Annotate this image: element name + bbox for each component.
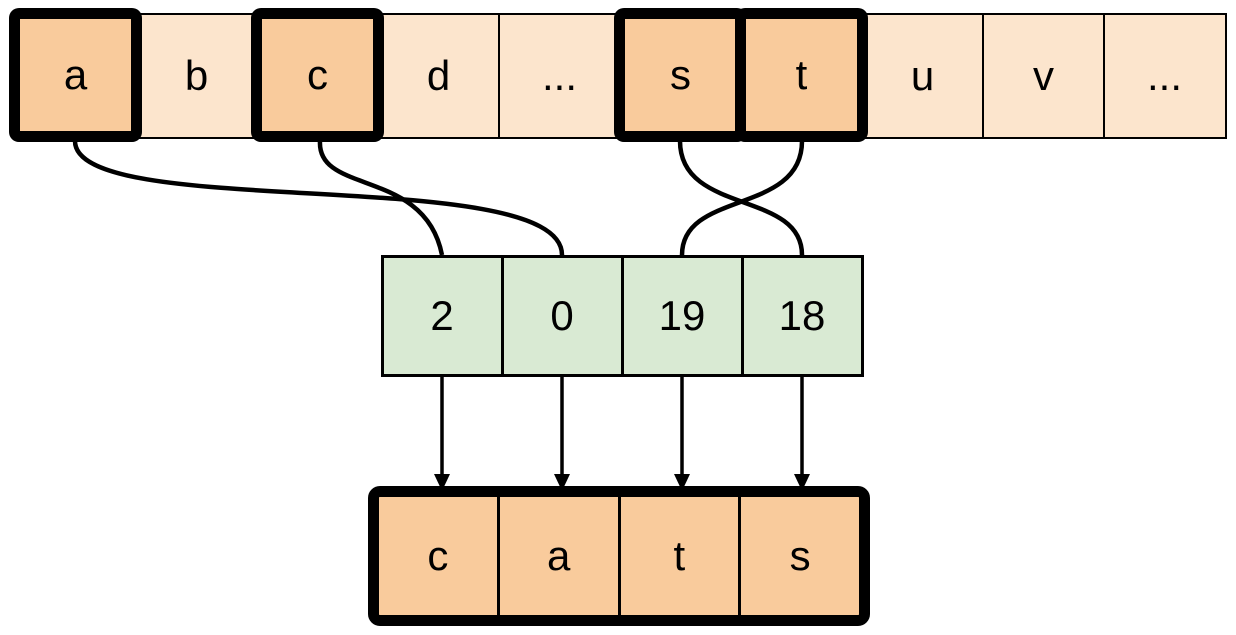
alphabet-cell-b: b bbox=[134, 12, 259, 139]
alphabet-cell-c: c bbox=[251, 7, 384, 142]
output-cell-t: t bbox=[617, 497, 739, 615]
output-cell-s: s bbox=[738, 497, 859, 615]
connector-curve-s-to-18 bbox=[677, 140, 805, 256]
alphabet-cell-a: a bbox=[9, 7, 142, 142]
alphabet-cell-t: t bbox=[735, 7, 868, 142]
mapping-arrow-2-to-c bbox=[434, 376, 450, 491]
alphabet-cell-d: d bbox=[376, 12, 501, 139]
index-cell-0: 0 bbox=[500, 254, 624, 377]
alphabet-cell-v: v bbox=[981, 12, 1106, 139]
output-cell-c: c bbox=[379, 497, 497, 615]
index-cell-19: 19 bbox=[620, 254, 744, 377]
alphabet-cell-ellipsis-1: ... bbox=[497, 12, 622, 139]
alphabet-cell-s: s bbox=[614, 7, 747, 142]
index-cell-18: 18 bbox=[740, 254, 864, 377]
alphabet-cell-u: u bbox=[860, 12, 985, 139]
mapping-arrow-19-to-t bbox=[674, 376, 690, 491]
mapping-arrow-0-to-a bbox=[554, 376, 570, 491]
connector-curve-a-to-0 bbox=[72, 140, 565, 256]
mapping-arrow-18-to-s bbox=[794, 376, 810, 491]
index-cell-2: 2 bbox=[380, 254, 504, 377]
connector-curve-t-to-19 bbox=[679, 140, 805, 256]
connector-curve-c-to-2 bbox=[317, 140, 445, 256]
alphabet-cell-ellipsis-2: ... bbox=[1102, 12, 1227, 139]
output-cell-a: a bbox=[496, 497, 618, 615]
output-word-box: c a t s bbox=[368, 486, 870, 626]
